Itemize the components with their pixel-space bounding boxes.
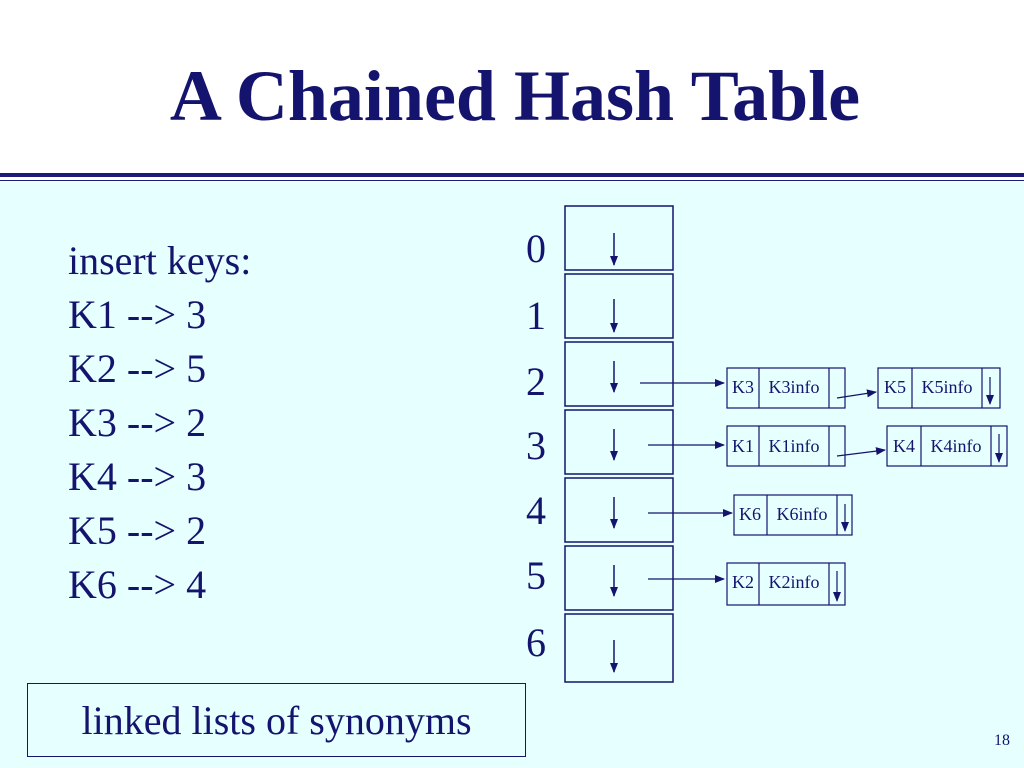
node-info: K5info — [922, 377, 973, 397]
bucket-index-label: 4 — [526, 488, 546, 533]
node-box — [733, 494, 853, 536]
node-key: K4 — [893, 436, 915, 456]
node-info: K6info — [777, 504, 828, 524]
bucket-slot — [564, 205, 674, 271]
bucket-slot — [564, 477, 674, 543]
page-number: 18 — [994, 732, 1010, 749]
list-node: K1 K1info — [726, 425, 846, 467]
node-info: K3info — [769, 377, 820, 397]
caption-text: linked lists of synonyms — [81, 697, 472, 743]
insert-key-line: K4 --> 3 — [68, 454, 207, 499]
node-box — [726, 425, 846, 467]
node-key: K3 — [732, 377, 754, 397]
list-node: K2 K2info — [726, 562, 846, 606]
bucket-slot — [564, 545, 674, 611]
node-info: K2info — [769, 572, 820, 592]
node-box — [877, 367, 1001, 409]
bucket-index-label: 5 — [526, 553, 546, 598]
list-node: K5 K5info — [877, 367, 1001, 409]
node-key: K1 — [732, 436, 754, 456]
node-key: K2 — [732, 572, 754, 592]
list-node: K6 K6info — [733, 494, 853, 536]
bucket-index-label: 6 — [526, 620, 546, 665]
bucket-index-label: 3 — [526, 423, 546, 468]
next-pointer-arrow — [836, 447, 886, 457]
bucket-slot — [564, 341, 674, 407]
node-box — [886, 425, 1008, 467]
bucket-index-label: 1 — [526, 293, 546, 338]
title-rule — [0, 173, 1024, 177]
node-key: K6 — [739, 504, 761, 524]
slide-body — [0, 182, 1024, 768]
bucket-slot — [564, 273, 674, 339]
insert-key-line: K1 --> 3 — [68, 292, 207, 337]
list-node: K4 K4info — [886, 425, 1008, 467]
slide-title: A Chained Hash Table — [169, 56, 861, 136]
next-pointer-arrow — [836, 389, 877, 399]
caption-box: linked lists of synonyms — [27, 683, 526, 757]
insert-key-line: K6 --> 4 — [68, 562, 207, 607]
bucket-index-label: 0 — [526, 226, 546, 271]
insert-keys-heading: insert keys: — [68, 238, 252, 283]
title-area: A Chained Hash Table — [0, 0, 1024, 175]
bucket-array — [564, 205, 674, 683]
insert-key-line: K5 --> 2 — [68, 508, 207, 553]
node-box — [726, 562, 846, 606]
insert-key-line: K2 --> 5 — [68, 346, 207, 391]
bucket-slot — [564, 613, 674, 683]
bucket-index-label: 2 — [526, 359, 546, 404]
bucket-slot — [564, 409, 674, 475]
list-node: K3 K3info — [726, 367, 846, 409]
title-rule-thin — [0, 180, 1024, 181]
node-info: K1info — [769, 436, 820, 456]
insert-key-line: K3 --> 2 — [68, 400, 207, 445]
node-key: K5 — [884, 377, 906, 397]
insert-keys-list: insert keys: K1 --> 3 K2 --> 5 K3 --> 2 … — [68, 234, 251, 612]
node-info: K4info — [931, 436, 982, 456]
node-box — [726, 367, 846, 409]
